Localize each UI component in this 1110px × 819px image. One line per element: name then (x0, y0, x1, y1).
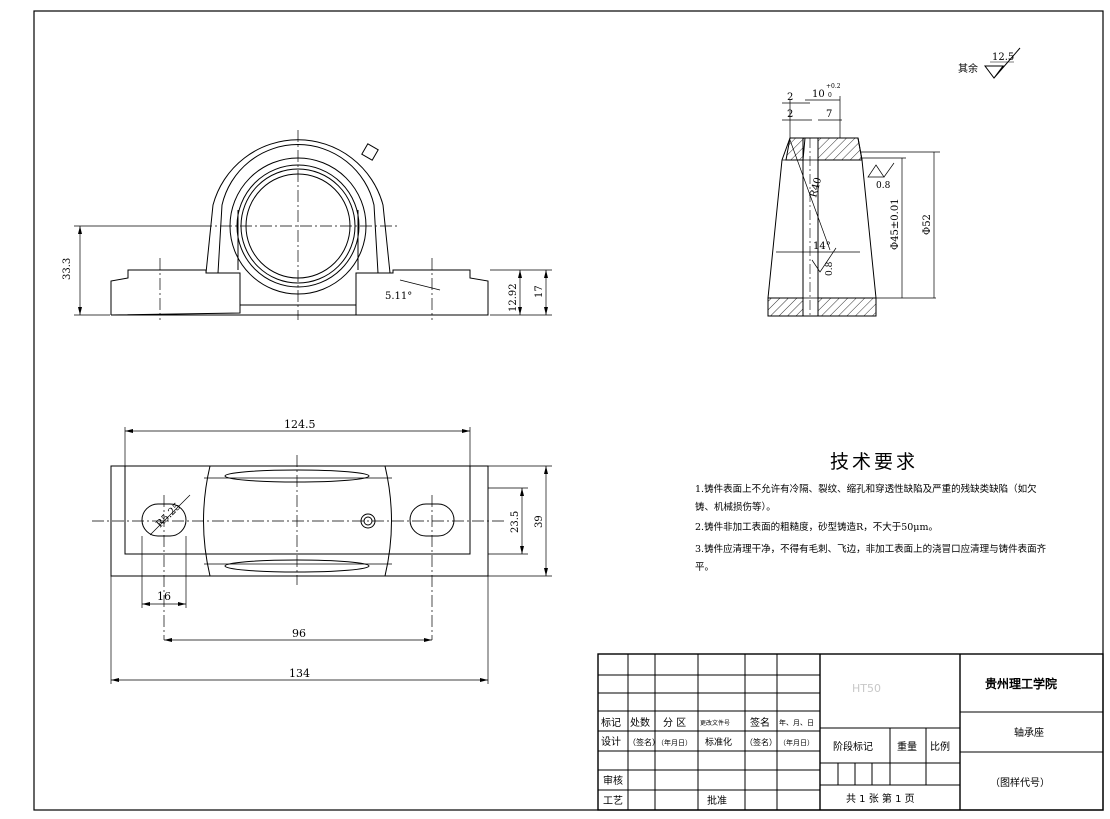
dim-total-depth: 39 (534, 515, 545, 528)
dim-center-height: 33.3 (62, 258, 73, 280)
tech-line-5: 平。 (695, 562, 714, 573)
svg-text:重量: 重量 (897, 740, 917, 753)
dim-base-height: 12.92 (508, 283, 519, 312)
part-name: 轴承座 (1014, 726, 1044, 739)
sheet-count: 共 1 张 第 1 页 (846, 792, 915, 805)
svg-text:工艺: 工艺 (603, 795, 623, 807)
dim-top-width: 124.5 (284, 418, 316, 431)
svg-text:（年月日）: （年月日） (779, 738, 814, 747)
svg-text:其余: 其余 (958, 62, 978, 75)
dim-sec-lower-right: 7 (826, 109, 832, 120)
drawing-number: （图样代号） (990, 776, 1050, 789)
svg-text:更改文件号: 更改文件号 (700, 719, 730, 727)
svg-text:（年月日）: （年月日） (657, 738, 692, 747)
dim-total-length: 134 (289, 667, 310, 680)
dim-hole-dist: 16 (157, 590, 171, 603)
dim-sec-lower-left: 2 (787, 109, 793, 120)
tech-line-3: 2.铸件非加工表面的粗糙度，砂型铸造R，不大于50μm。 (695, 521, 938, 533)
dim-sec-bore: Φ45±0.01 (890, 198, 901, 250)
title-block: 标记 处数 分 区 更改文件号 签名 年、月、日 设计 （签名） （年月日） 标… (597, 653, 1104, 811)
material-label: HT50 (852, 682, 881, 695)
tech-line-2: 铸、机械损伤等）。 (695, 501, 776, 513)
svg-text:批准: 批准 (707, 794, 727, 807)
dim-sec-outer: Φ52 (922, 214, 933, 235)
dim-hole-radius: R5.25 (154, 501, 183, 530)
front-view (74, 130, 552, 320)
dim-inner-depth: 23.5 (510, 511, 521, 533)
dim-sec-angle: 14° (813, 241, 831, 252)
drawing-frame (33, 10, 1104, 811)
svg-text:比例: 比例 (930, 740, 950, 753)
dim-angle-front: 5.11° (385, 291, 412, 302)
svg-text:处数: 处数 (630, 716, 650, 729)
dim-sec-groove-tol-upper: +0.2 (826, 83, 841, 90)
tech-title: 技术要求 (830, 451, 918, 473)
svg-text:阶段标记: 阶段标记 (833, 740, 873, 753)
svg-text:分 区: 分 区 (663, 717, 686, 729)
school-name: 贵州理工学院 (985, 676, 1057, 691)
tech-line-1: 1.铸件表面上不允许有冷隔、裂纹、缩孔和穿透性缺陷及严重的残缺类缺陷（如欠 (695, 483, 1037, 495)
roughness-general: 其余 12.5 (958, 47, 1021, 79)
top-view (92, 427, 552, 684)
svg-text:（签名）: （签名） (745, 737, 777, 747)
rough-sec-bore: 0.8 (876, 181, 891, 191)
section-view (767, 96, 940, 317)
tech-line-4: 3.铸件应清理干净，不得有毛刺、飞边，非加工表面上的浇冒口应清理与铸件表面齐 (695, 543, 1047, 555)
svg-text:签名: 签名 (750, 716, 770, 729)
dim-sec-radius: R40 (808, 176, 824, 198)
rough-sec-inner: 0.8 (825, 261, 835, 276)
dim-total-height: 17 (534, 285, 545, 298)
svg-text:（签名）: （签名） (628, 737, 660, 747)
svg-text:年、月、日: 年、月、日 (779, 718, 814, 727)
svg-text:标记: 标记 (601, 717, 621, 729)
svg-text:标准化: 标准化 (705, 736, 732, 748)
dim-sec-top-left: 2 (787, 92, 793, 103)
dim-sec-groove: 10 (812, 89, 825, 100)
svg-text:审核: 审核 (603, 774, 623, 787)
svg-text:设计: 设计 (601, 735, 621, 748)
dim-bolt-span: 96 (292, 627, 306, 640)
svg-text:12.5: 12.5 (992, 52, 1014, 63)
dim-sec-groove-tol-lower: 0 (828, 92, 832, 99)
